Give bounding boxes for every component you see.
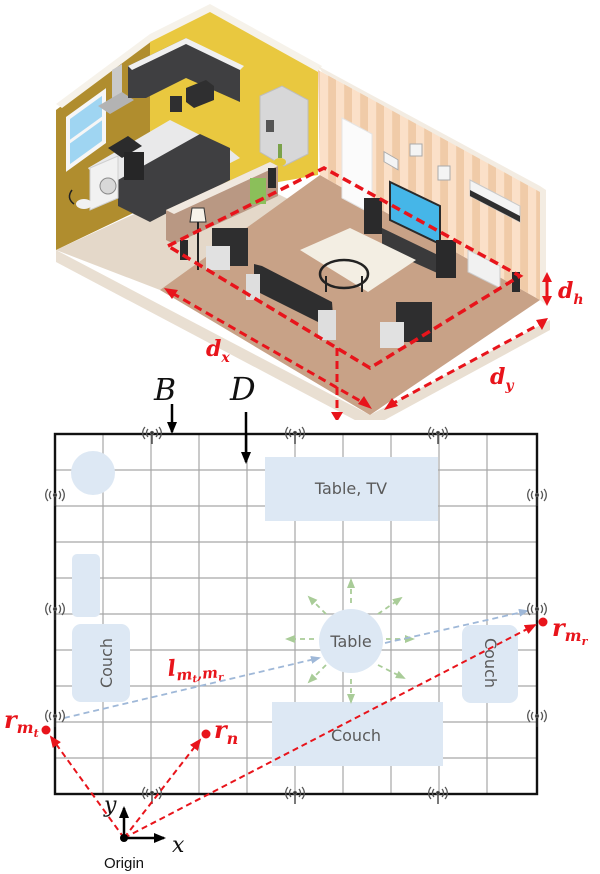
coffee-machine xyxy=(170,96,182,112)
dx-label: dx xyxy=(206,336,230,366)
picture-frame xyxy=(383,150,399,171)
antenna-icon xyxy=(285,426,305,444)
origin-point xyxy=(120,834,128,842)
coffee-table xyxy=(318,258,370,290)
plant xyxy=(278,144,282,158)
floor-lamp xyxy=(189,207,207,223)
plant-stand xyxy=(274,158,286,166)
anchors xyxy=(45,426,547,804)
speaker xyxy=(512,272,520,292)
label-r-mt: rmt xyxy=(4,705,39,740)
floor-slab-edge xyxy=(56,250,550,420)
point-r-mt xyxy=(41,725,51,735)
antenna-icon xyxy=(142,426,162,444)
table-center-object xyxy=(319,609,383,673)
couch-bottom-label: Couch xyxy=(331,726,381,745)
point-r-n xyxy=(201,729,211,739)
striped-wall xyxy=(318,70,540,300)
vacuum xyxy=(76,199,92,209)
living-floor xyxy=(160,175,540,415)
label-r-mr: rmr xyxy=(552,613,589,648)
label-r-n: rn xyxy=(214,715,238,748)
speaker xyxy=(268,168,276,188)
picture-frame xyxy=(437,165,451,181)
point-r-mr xyxy=(538,617,548,627)
sofa xyxy=(254,264,334,330)
table-tv-label: Table, TV xyxy=(314,479,387,498)
boundary-label-b: B xyxy=(153,373,176,408)
table-tv-object xyxy=(265,457,438,521)
projection-arrow xyxy=(331,348,343,420)
link-path xyxy=(63,608,529,719)
region-label-d: D xyxy=(229,370,256,408)
tv-stand xyxy=(382,228,444,276)
picture-frame xyxy=(409,143,423,157)
origin-label: Origin xyxy=(104,855,144,872)
dy-arrow xyxy=(384,318,548,410)
sensing-region-box xyxy=(164,166,524,371)
oven xyxy=(124,152,144,180)
lamp-stand-object xyxy=(72,554,100,617)
speaker xyxy=(364,198,382,234)
microwave xyxy=(186,80,214,108)
scatter-arrows xyxy=(285,578,415,704)
speaker xyxy=(436,240,456,278)
room-illustration: dx dy dh xyxy=(56,4,584,420)
dh-label: dh xyxy=(558,278,584,308)
couch-left-label: Couch xyxy=(97,638,116,688)
couch-right-object xyxy=(462,625,518,703)
dx-arrow xyxy=(164,288,372,409)
wall-top-edge xyxy=(56,34,156,108)
label-link-l: lmt,mr xyxy=(167,652,225,687)
lower-cabinets xyxy=(118,134,230,222)
x-axis-label: x xyxy=(172,833,185,858)
coordinate-axes xyxy=(119,806,166,843)
couch-right-label: Couch xyxy=(481,638,500,688)
fridge xyxy=(259,85,309,167)
table-center-label: Table xyxy=(329,632,371,651)
dh-arrow xyxy=(542,272,552,306)
speaker xyxy=(180,240,188,260)
antenna-icon xyxy=(428,426,448,444)
stove xyxy=(108,136,142,158)
y-axis-label: y xyxy=(103,793,117,818)
position-vectors xyxy=(49,624,537,839)
dy-label: dy xyxy=(490,364,514,394)
couch-left-object xyxy=(72,624,130,702)
plant-object xyxy=(71,451,115,495)
antenna-icon xyxy=(142,786,162,804)
couch-bottom-object xyxy=(272,702,443,766)
antenna-icon xyxy=(428,786,448,804)
rug xyxy=(300,228,416,292)
